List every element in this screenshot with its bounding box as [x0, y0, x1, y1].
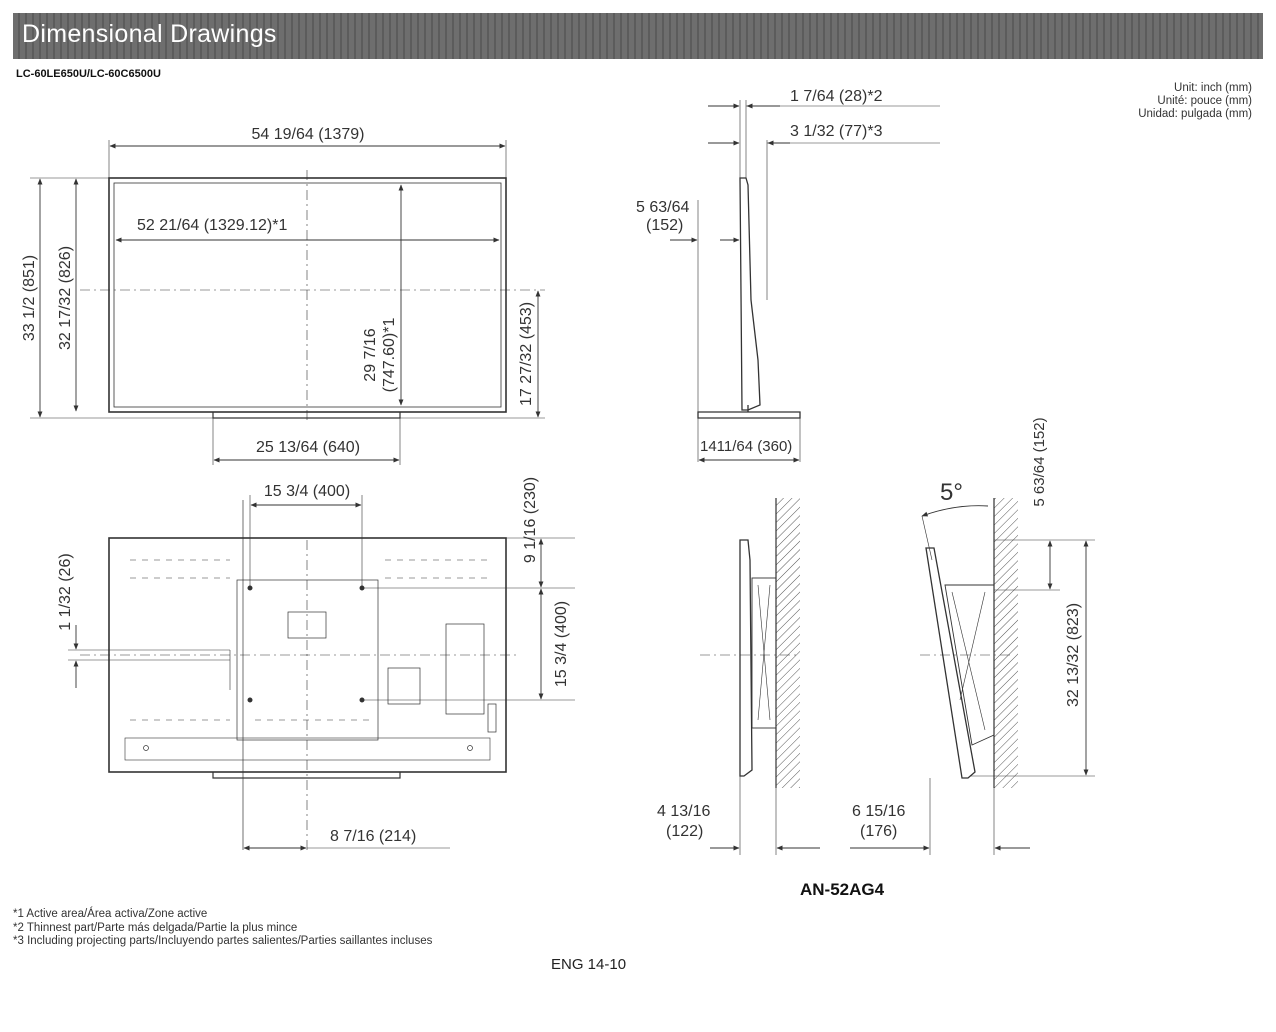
back-screw-right [467, 745, 473, 751]
label-center-offset: 8 7/16 (214) [330, 828, 416, 845]
flat-bracket [751, 577, 777, 729]
label-mount-height: 32 13/32 (823) [1065, 603, 1082, 707]
page-title: Dimensional Drawings [22, 20, 277, 48]
back-side-panel [445, 623, 485, 715]
label-thinnest: 1 7/64 (28)*2 [790, 88, 883, 105]
label-vesa-width: 15 3/4 (400) [264, 483, 350, 500]
tv-side-profile [739, 177, 761, 411]
wall-hatch-flat [776, 498, 800, 788]
label-flat-depth-b: (122) [666, 823, 703, 840]
header-bar: Dimensional Drawings [13, 13, 1263, 59]
label-total-width: 54 19/64 (1379) [252, 126, 365, 143]
label-depth-b: (152) [646, 217, 683, 234]
label-vesa-height: 15 3/4 (400) [553, 601, 570, 687]
page-number: ENG 14-10 [551, 956, 627, 973]
label-tilt-angle: 5° [940, 479, 963, 506]
footnote-1: *1 Active area/Área activa/Zone active [13, 908, 208, 920]
wall-mount-flat [700, 498, 820, 855]
back-bottom-panel [124, 737, 491, 761]
vesa-hole-bl [247, 697, 253, 703]
unit-line-en: Unit: inch (mm) [1174, 82, 1252, 94]
model-label: LC-60LE650U/LC-60C6500U [16, 68, 161, 80]
front-labels: 54 19/64 (1379) 52 21/64 (1329.12)*1 33 … [21, 126, 535, 456]
label-flat-depth-a: 4 13/16 [657, 803, 710, 820]
label-base-height: 17 27/32 (453) [518, 302, 535, 406]
tilt-angle-arc [921, 505, 989, 517]
label-stand-width: 25 13/64 (640) [256, 439, 360, 456]
side-view [670, 100, 940, 463]
back-labels: 15 3/4 (400) 1 1/32 (26) 9 1/16 (230) 15… [57, 477, 570, 845]
back-vent-rows [130, 559, 490, 721]
unit-legend: Unit: inch (mm) Unité: pouce (mm) Unidad… [1138, 82, 1252, 121]
back-terminal-block [387, 667, 421, 705]
front-view [30, 140, 545, 465]
tilt-bracket [944, 584, 995, 746]
tv-screen-area [113, 182, 502, 408]
label-tilt-depth-b: (176) [860, 823, 897, 840]
back-screw-left [143, 745, 149, 751]
tv-stand-back [212, 772, 401, 779]
label-tilt-depth-a: 6 15/16 [852, 803, 905, 820]
label-bracket-model: AN-52AG4 [800, 880, 885, 899]
label-stand-depth: 1411/64 (360) [700, 438, 792, 455]
label-top-to-hole: 9 1/16 (230) [522, 477, 539, 563]
label-projecting: 3 1/32 (77)*3 [790, 123, 883, 140]
wall-mount-tilt [850, 498, 1095, 855]
tv-stand-front [212, 412, 401, 419]
tv-tilt-profile [925, 547, 976, 779]
wall-tilt-labels: 5° 5 63/64 (152) 32 13/32 (823) 6 15/16 … [800, 417, 1082, 899]
wall-flat-labels: 4 13/16 (122) [657, 803, 710, 840]
unit-line-fr: Unité: pouce (mm) [1157, 95, 1252, 107]
label-total-height: 33 1/2 (851) [21, 255, 38, 341]
footnote-2: *2 Thinnest part/Parte más delgada/Parti… [13, 921, 298, 934]
side-labels: 1 7/64 (28)*2 3 1/32 (77)*3 5 63/64 (152… [636, 88, 883, 455]
tv-side-stand-base [697, 411, 801, 419]
label-active-height-b: (747.60)*1 [381, 318, 398, 393]
label-screen-height: 32 17/32 (826) [57, 246, 74, 350]
back-label-plate [287, 611, 327, 639]
label-active-height-a: 29 7/16 [362, 328, 379, 381]
label-active-width: 52 21/64 (1329.12)*1 [137, 217, 287, 234]
unit-line-es: Unidad: pulgada (mm) [1138, 108, 1252, 120]
tv-front-outline [108, 177, 507, 413]
wall-hatch-tilt [994, 498, 1018, 788]
label-tilt-top-offset: 5 63/64 (152) [1031, 417, 1048, 506]
footnote-3: *3 Including projecting parts/Incluyendo… [13, 935, 433, 947]
back-panel-recess [236, 579, 379, 741]
footnotes: *1 Active area/Área activa/Zone active *… [13, 908, 432, 949]
label-offset-left: 1 1/32 (26) [57, 553, 74, 630]
label-depth-a: 5 63/64 [636, 199, 689, 216]
back-view [68, 495, 575, 851]
tv-flat-profile [739, 539, 753, 777]
